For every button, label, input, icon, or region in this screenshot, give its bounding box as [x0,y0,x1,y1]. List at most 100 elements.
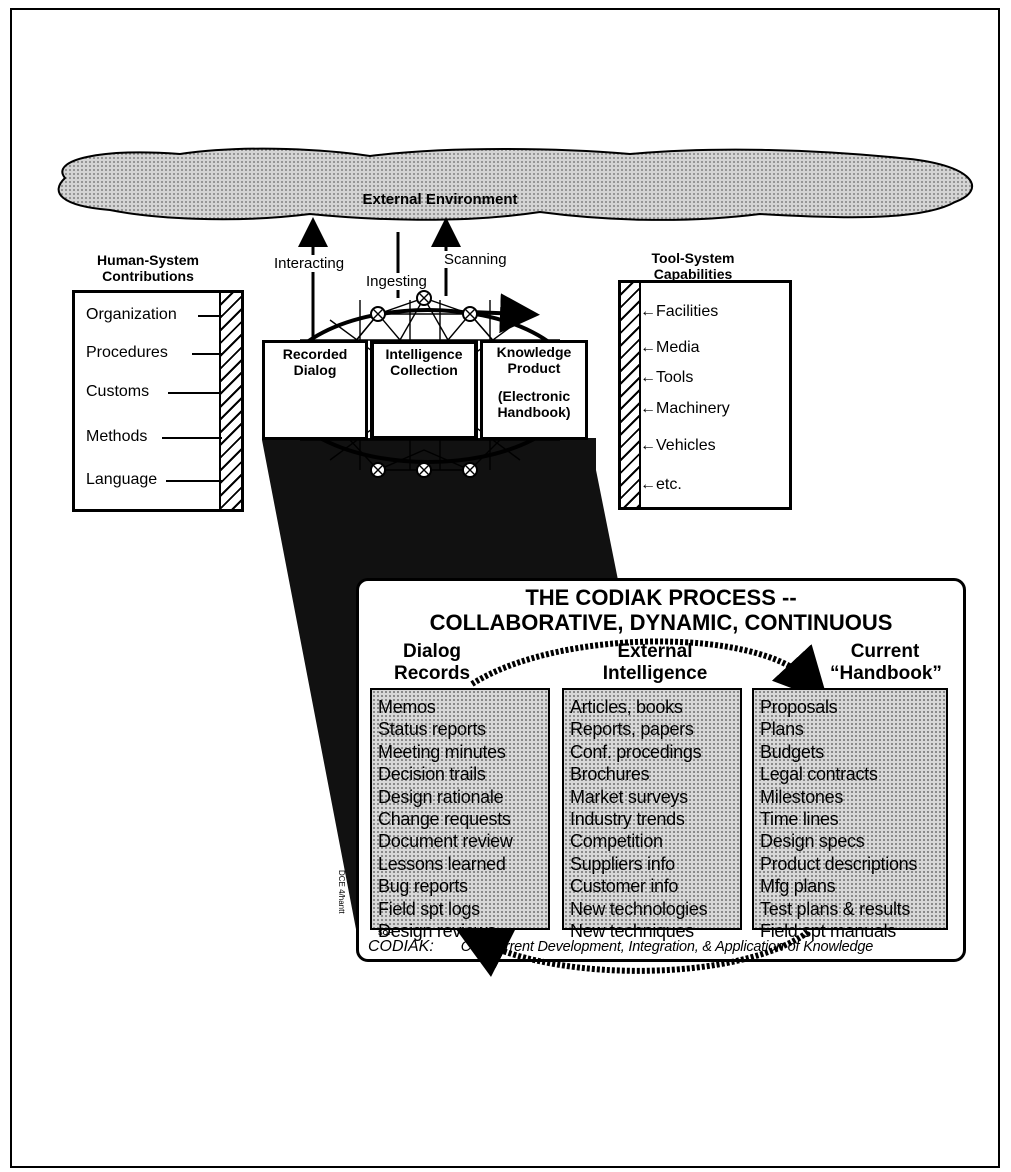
interacting-label: Interacting [272,255,347,272]
tool-system-item: ←Media [640,339,700,357]
tool-system-item-label: Media [656,339,700,356]
environment-label: External Environment [362,191,518,208]
recorded-dialog-box: Recorded Dialog [262,340,368,440]
page-frame [10,8,1000,1168]
list-item: Brochures [570,764,650,785]
external-intelligence-heading-line2: Intelligence [602,663,708,684]
intelligence-collection-line1: Intelligence [385,346,463,362]
knowledge-product-title: Knowledge Product [483,344,585,376]
human-system-item: Methods [86,428,148,445]
tool-system-item-label: etc. [656,476,682,493]
tool-system-title: Tool-System Capabilities [608,250,778,282]
list-item: Design reviews [378,921,496,942]
connector-line [198,315,222,317]
dialog-records-heading-line2: Records [393,663,471,684]
list-item: Reports, papers [570,719,694,740]
knowledge-product-line1: Knowledge [496,344,572,360]
codiak-title-line2: COLLABORATIVE, DYNAMIC, CONTINUOUS [429,610,893,635]
list-item: Change requests [378,809,511,830]
electronic-handbook-label: (Electronic Handbook) [483,388,585,420]
list-item: Proposals [760,697,838,717]
arrow-left-icon: ← [640,476,656,493]
tool-system-item-label: Machinery [656,400,730,417]
list-item: Field spt logs [378,898,480,919]
list-item: Legal contracts [760,764,878,785]
current-handbook-heading-line1: Current [850,641,920,662]
codiak-title-line1: THE CODIAK PROCESS -- [525,585,797,610]
tool-system-item-label: Facilities [656,303,719,320]
intelligence-collection-box: Intelligence Collection [370,340,478,440]
tool-system-box [618,280,792,510]
ingesting-label: Ingesting [364,273,429,290]
list-item: Product descriptions [760,853,918,874]
list-item: Plans [760,719,804,740]
connector-line [192,353,222,355]
human-system-item: Organization [86,306,177,323]
tool-system-item: ←Machinery [640,400,730,418]
list-item: Industry trends [570,809,685,830]
arrow-left-icon: ← [640,303,656,320]
arrow-left-icon: ← [640,437,656,454]
list-item: Memos [378,697,436,717]
human-system-item: Procedures [86,344,168,361]
list-item: Milestones [760,786,844,807]
list-item: Field spt manuals [760,921,896,942]
recorded-dialog-line2: Dialog [293,362,337,378]
list-item: Test plans & results [760,898,911,919]
footer-label: CODIAK: [368,938,434,955]
list-item: Time lines [760,809,839,830]
list-item: Design rationale [378,786,504,807]
environment-cloud [57,147,974,221]
arrow-left-icon: ← [640,400,656,417]
list-item: Status reports [378,719,486,740]
tool-system-title-line1: Tool-System [651,250,735,266]
list-item: Decision trails [378,764,486,785]
external-intelligence-list: Articles, books Reports, papers Conf. pr… [562,688,742,941]
external-intelligence-heading: External Intelligence [580,641,730,685]
list-item: Market surveys [570,786,688,807]
connector-line [166,480,222,482]
tool-system-item: ←Tools [640,369,693,387]
dialog-records-list: Memos Status reports Meeting minutes Dec… [370,688,550,941]
human-system-title: Human-System Contributions [68,252,228,284]
list-item: New technologies [570,898,708,919]
human-system-hatch [219,293,241,509]
external-intelligence-heading-line1: External [617,641,693,662]
list-item: Lessons learned [378,853,506,874]
codiak-footer: CODIAK: COncurrent Development, Integrat… [368,938,873,956]
list-item: Competition [570,831,663,852]
tool-system-item-label: Tools [656,369,694,386]
human-system-title-line1: Human-System [97,252,199,268]
current-handbook-list: Proposals Plans Budgets Legal contracts … [752,688,948,941]
arrow-left-icon: ← [640,339,656,356]
footer-text: COncurrent Development, Integration, & A… [460,939,874,955]
electronic-handbook-line1: (Electronic [497,388,571,404]
list-item: Customer info [570,876,679,897]
tool-system-item: ←Vehicles [640,437,716,455]
dialog-records-heading: Dialog Records [382,641,482,685]
electronic-handbook-line2: Handbook) [497,404,571,420]
human-system-title-line2: Contributions [102,268,194,284]
list-item: Bug reports [378,876,468,897]
tool-system-title-line2: Capabilities [653,266,733,282]
list-item: Design specs [760,831,865,852]
dialog-records-heading-line1: Dialog [402,641,462,662]
side-code: DCE 4/hantt [337,870,346,914]
list-item: Budgets [760,741,824,762]
list-item: Mfg plans [760,876,836,897]
footer-mark: SOH [378,930,394,937]
human-system-item: Language [86,471,158,488]
list-item: New techniques [570,921,694,942]
knowledge-product-line2: Product [507,360,561,376]
intelligence-collection-title: Intelligence Collection [374,346,474,378]
list-item: Meeting minutes [378,741,506,762]
recorded-dialog-title: Recorded Dialog [265,346,365,378]
recorded-dialog-line1: Recorded [282,346,348,362]
connector-line [168,392,222,394]
list-item: Document review [378,831,513,852]
list-item: Suppliers info [570,853,675,874]
human-system-item: Customs [86,383,150,400]
current-handbook-heading: Current “Handbook” [830,641,942,685]
list-item: Articles, books [570,697,683,717]
